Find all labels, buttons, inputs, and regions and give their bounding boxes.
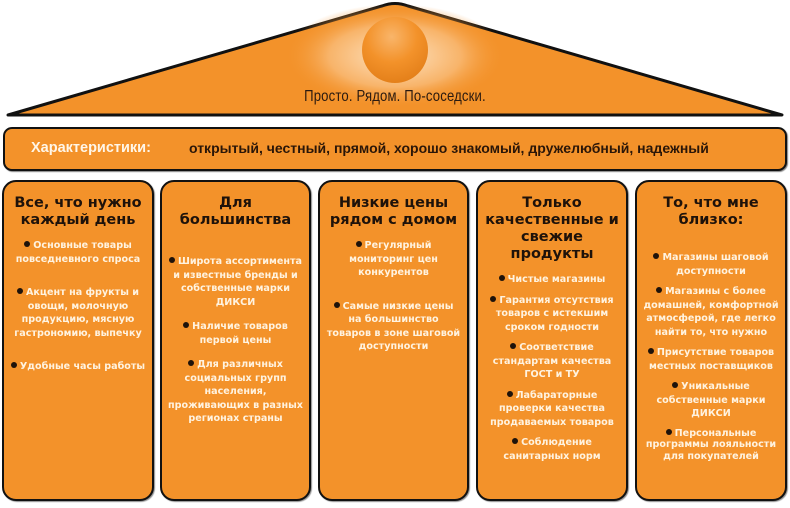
pillar-title: Только качественные и свежие продукты [485, 195, 619, 262]
pillar-low-prices: Низкие цены рядом с домом Регулярный мон… [318, 180, 469, 501]
characteristics-label: Характеристики: [31, 140, 151, 156]
pillar-everyday: Все, что нужно каждый день Основные това… [2, 180, 154, 501]
bullet-icon [672, 382, 679, 388]
bullet-icon [510, 343, 517, 349]
pillar-list: Широта ассортимента и известные бренды и… [162, 255, 309, 426]
roof-pediment [6, 2, 784, 117]
list-item: Магазины шаговой доступности [643, 251, 779, 278]
pillar-title: Для большинства [179, 195, 292, 228]
bullet-icon [665, 428, 672, 435]
pillar-list: Регулярный мониторинг цен конкурентов Са… [320, 239, 467, 354]
list-item: Магазины с более домашней, комфортной ат… [643, 286, 779, 338]
list-item: Регулярный мониторинг цен конкурентов [349, 240, 438, 278]
pillar-majority: Для большинства Широта ассортимента и из… [160, 180, 311, 501]
list-item: Чистые магазины [484, 273, 620, 287]
bullet-icon [10, 362, 17, 368]
bullet-icon [24, 241, 31, 247]
bullet-icon [168, 257, 175, 263]
list-item: Гарантия отсутствия товаров с истекшим с… [484, 294, 620, 335]
list-item: Уникальные собственные марки ДИКСИ [656, 381, 766, 419]
pillar-quality: Только качественные и свежие продукты Чи… [476, 180, 628, 501]
list-item: Лабараторные проверки качества продаваем… [490, 389, 614, 428]
pillar-close-to-me: То, что мне близко: Магазины шаговой дос… [635, 180, 787, 501]
list-item: Самые низкие цены на большинство товаров… [326, 300, 461, 353]
list-item: Персональные программы лояльности для по… [645, 427, 777, 462]
characteristics-band: Характеристики: открытый, честный, прямо… [3, 127, 787, 171]
list-item: Широта ассортимента и известные бренды и… [168, 255, 303, 309]
list-item: Для различных социальных групп населения… [168, 359, 303, 424]
pillar-list: Магазины шаговой доступности Магазины с … [637, 251, 785, 462]
orange-sphere-icon [362, 17, 428, 83]
bullet-icon [355, 241, 362, 247]
pillar-title: Все, что нужно каждый день [14, 195, 142, 228]
list-item: Удобные часы работы [10, 360, 146, 374]
bullet-icon [512, 438, 519, 444]
bullet-icon [490, 295, 497, 302]
bullet-icon [498, 275, 505, 281]
slogan: Просто. Рядом. По-соседски. [304, 88, 486, 105]
characteristics-value: открытый, честный, прямой, хорошо знаком… [189, 140, 709, 156]
list-item: Наличие товаров первой цены [168, 320, 303, 347]
bullet-icon [647, 348, 654, 354]
bullet-icon [506, 390, 513, 397]
pillar-title: Низкие цены рядом с домом [329, 195, 458, 228]
bullet-icon [188, 360, 195, 366]
bullet-icon [183, 322, 190, 328]
bullet-icon [17, 288, 23, 294]
list-item: Соблюдение санитарных норм [503, 437, 601, 462]
bullet-icon [653, 253, 660, 259]
list-item: Акцент на фрукты и овощи, молочную проду… [14, 287, 142, 339]
bullet-icon [656, 287, 663, 293]
list-item: Основные товары повседневного спроса [15, 240, 141, 265]
pillar-list: Основные товары повседневного спроса Акц… [4, 239, 152, 374]
pillar-title: То, что мне близко: [663, 195, 759, 228]
list-item: Присутствие товаров местных поставщиков [647, 347, 775, 372]
bullet-icon [333, 301, 340, 308]
list-item: Соответствие стандартам качества ГОСТ и … [492, 342, 612, 380]
pillar-list: Чистые магазины Гарантия отсутствия това… [478, 273, 626, 463]
